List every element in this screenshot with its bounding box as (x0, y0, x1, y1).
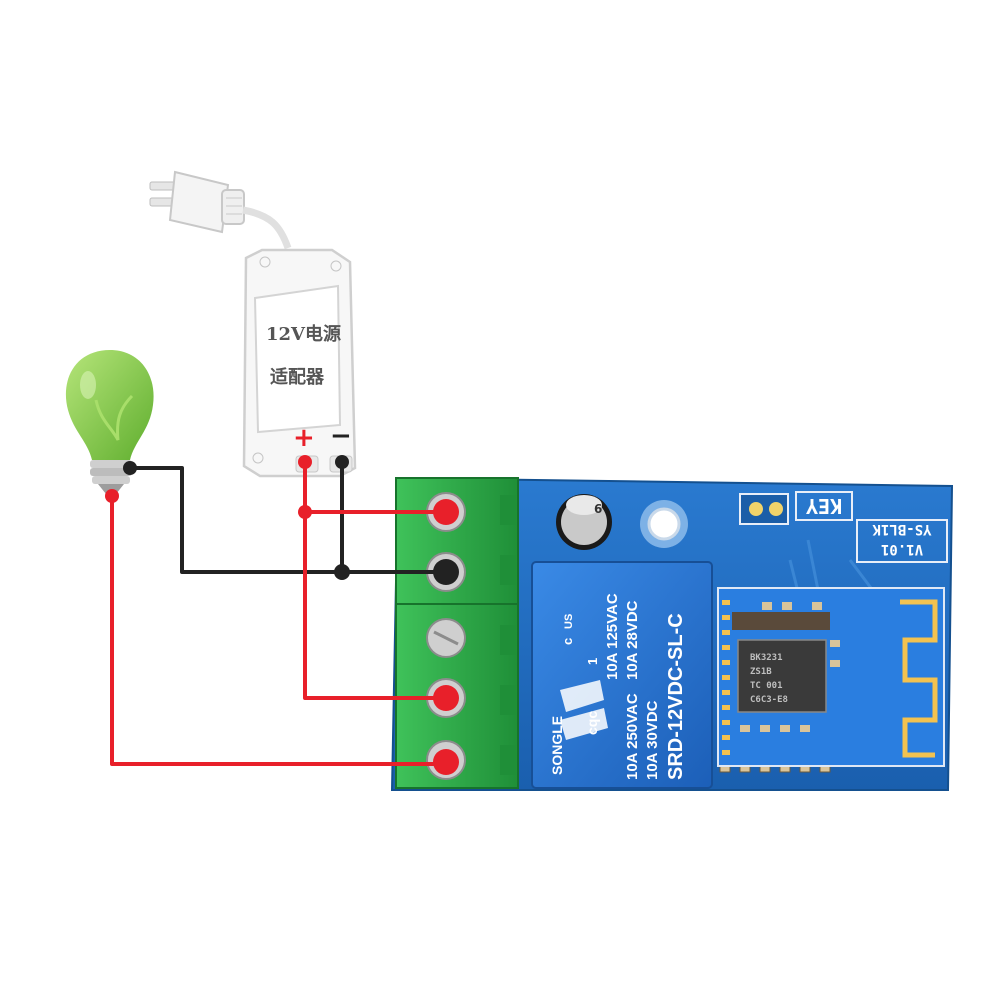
screw-icon (330, 260, 342, 272)
module-pads (722, 600, 730, 755)
relay-cert-num: 1 (585, 658, 600, 665)
chip-line3: TC 001 (750, 681, 783, 691)
power-plug (149, 170, 292, 250)
wire-red-bulb (110, 496, 446, 766)
adapter-label-line2: 适配器 (270, 367, 325, 388)
board-version: V1.01 (881, 541, 923, 557)
adapter-minus-label: − (330, 421, 352, 451)
power-cable (242, 206, 292, 250)
capacitor-label: 6 (594, 502, 602, 516)
chip-line1: BK3231 (750, 653, 783, 663)
terminal-block-power (395, 477, 519, 605)
antenna-trace (900, 599, 938, 758)
relay-rating-ac-low: 10A 125VAC (604, 593, 621, 680)
relay-brand: SONGLE (549, 716, 565, 775)
capacitor: 6 (556, 494, 612, 550)
relay-rating-ac-high: 10A 250VAC (624, 693, 641, 780)
songle-logo-icon (560, 680, 604, 712)
key-pin (769, 502, 783, 516)
mounting-hole (647, 507, 681, 541)
wires (110, 462, 446, 766)
screw-icon (259, 256, 271, 268)
connection-dots (105, 455, 459, 775)
adapter-plus-label: + (293, 423, 315, 453)
board-model: YS-BL1K (872, 521, 932, 537)
chip-line4: C6C3-E8 (750, 695, 788, 705)
light-bulb-icon (65, 350, 154, 494)
key-label: KEY (806, 494, 842, 518)
wire-red-com (303, 512, 446, 700)
relay: SONGLE cqc 1 c US 10A 125VAC 10A 28VDC 1… (531, 561, 713, 789)
power-adapter: 12V电源 适配器 + − (242, 248, 357, 478)
adapter-label-line1: 12V电源 (266, 323, 341, 345)
key-pin (749, 502, 763, 516)
relay-cert-ul: c (560, 638, 575, 645)
bluetooth-module: BK3231 ZS1B TC 001 C6C3-E8 (717, 587, 945, 767)
wire-black-bulb (130, 466, 446, 574)
bt-chip (737, 639, 827, 713)
relay-rating-dc-high: 10A 30VDC (644, 700, 661, 780)
relay-rating-dc-low: 10A 28VDC (624, 600, 641, 680)
relay-model: SRD-12VDC-SL-C (665, 613, 687, 780)
screw-icon (252, 452, 264, 464)
relay-cert-us: US (563, 614, 575, 629)
chip-line2: ZS1B (750, 667, 772, 677)
